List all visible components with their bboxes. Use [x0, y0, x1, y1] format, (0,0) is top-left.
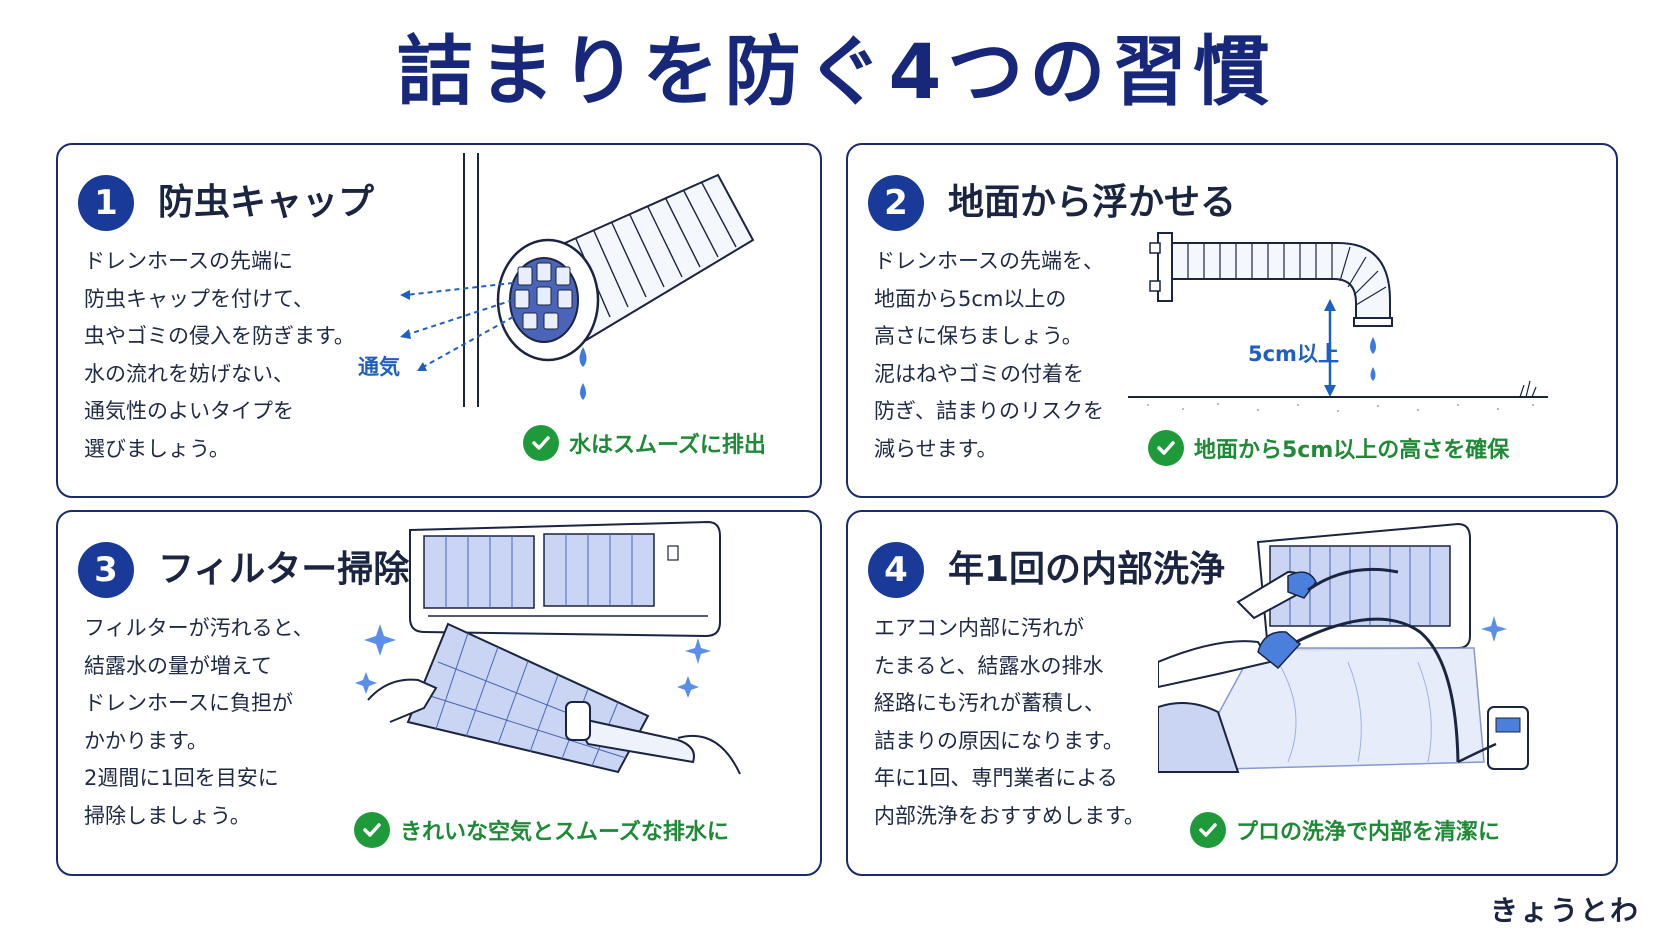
card-heading: 地面から浮かせる	[948, 182, 1237, 223]
habit-card-raise-hose: 2 地面から浮かせる ドレンホースの先端を、 地面から5cm以上の 高さに保ちま…	[846, 143, 1618, 498]
body-line: 虫やゴミの侵入を防ぎます。	[84, 324, 355, 348]
check-note: プロの洗浄で内部を清潔に	[1190, 812, 1500, 848]
filter-cleaning-illustration	[355, 520, 741, 775]
page-title: 詰まりを防ぐ4つの習慣	[396, 27, 1276, 116]
check-circle-icon	[1148, 430, 1184, 466]
brand-name: きょうとわ	[1489, 894, 1640, 927]
body-line: ドレンホースの先端に	[84, 249, 293, 273]
body-line: 減らせます。	[874, 436, 998, 461]
body-line: ドレンホースに負担が	[84, 691, 293, 715]
body-line: ドレンホースの先端を、	[874, 249, 1104, 273]
body-line: エアコン内部に汚れが	[874, 616, 1084, 640]
habit-card-insect-cap: 1 防虫キャップ ドレンホースの先端に 防虫キャップを付けて、 虫やゴミの侵入を…	[56, 143, 822, 498]
card-heading: 防虫キャップ	[158, 182, 375, 223]
body-line: 水の流れを妨げない、	[84, 361, 294, 386]
step-number-badge: 4	[868, 542, 924, 598]
raised-hose-illustration	[1128, 232, 1548, 412]
body-line: 泥はねやゴミの付着を	[874, 361, 1084, 386]
drain-hose-cap-illustration	[400, 153, 755, 407]
body-line: 防ぎ、詰まりのリスクを	[874, 399, 1104, 423]
body-line: 詰まりの原因になります。	[874, 728, 1124, 753]
body-line: 年に1回、専門業者による	[874, 766, 1118, 790]
body-line: フィルターが汚れると、	[84, 616, 314, 640]
body-line: 高さに保ちましょう。	[874, 324, 1083, 348]
height-label: 5cm以上	[1248, 342, 1339, 366]
check-label: プロの洗浄で内部を清潔に	[1236, 820, 1501, 845]
check-note: 地面から5cm以上の高さを確保	[1148, 430, 1509, 466]
card-body: フィルターが汚れると、 結露水の量が増えて ドレンホースに負担が かかります。 …	[84, 610, 314, 835]
check-label: きれいな空気とスムーズな排水に	[400, 820, 729, 845]
body-line: 掃除しましょう。	[84, 803, 251, 828]
check-note: きれいな空気とスムーズな排水に	[354, 812, 729, 848]
airflow-label: 通気	[358, 355, 400, 379]
body-line: 通気性のよいタイプを	[84, 399, 294, 423]
step-number-badge: 1	[78, 175, 134, 231]
card-body: エアコン内部に汚れが たまると、結露水の排水 経路にも汚れが蓄積し、 詰まりの原…	[874, 610, 1145, 835]
body-line: 選びましょう。	[84, 436, 230, 461]
habit-card-interior-cleaning: 4 年1回の内部洗浄 エアコン内部に汚れが たまると、結露水の排水 経路にも汚れ…	[846, 510, 1618, 876]
body-line: かかります。	[84, 728, 208, 753]
card-heading: フィルター掃除	[158, 549, 410, 590]
check-label: 水はスムーズに排出	[569, 433, 766, 458]
check-label: 地面から5cm以上の高さを確保	[1194, 438, 1510, 463]
card-heading: 年1回の内部洗浄	[948, 549, 1226, 590]
check-circle-icon	[523, 425, 559, 461]
body-line: 経路にも汚れが蓄積し、	[874, 691, 1105, 715]
body-line: たまると、結露水の排水	[874, 653, 1104, 678]
body-line: 2週間に1回を目安に	[84, 766, 279, 790]
check-circle-icon	[354, 812, 390, 848]
body-line: 結露水の量が増えて	[84, 653, 272, 678]
step-number-badge: 3	[78, 542, 134, 598]
habit-card-filter-cleaning: 3 フィルター掃除 フィルターが汚れると、 結露水の量が増えて ドレンホースに負…	[56, 510, 822, 876]
check-circle-icon	[1190, 812, 1226, 848]
body-line: 地面から5cm以上の	[874, 286, 1067, 311]
professional-cleaning-illustration	[1158, 522, 1529, 773]
check-note: 水はスムーズに排出	[523, 425, 766, 461]
step-number-badge: 2	[868, 175, 924, 231]
card-body: ドレンホースの先端を、 地面から5cm以上の 高さに保ちましょう。 泥はねやゴミ…	[874, 243, 1104, 468]
card-body: ドレンホースの先端に 防虫キャップを付けて、 虫やゴミの侵入を防ぎます。 水の流…	[84, 243, 355, 468]
body-line: 内部洗浄をおすすめします。	[874, 803, 1145, 828]
body-line: 防虫キャップを付けて、	[84, 286, 314, 311]
